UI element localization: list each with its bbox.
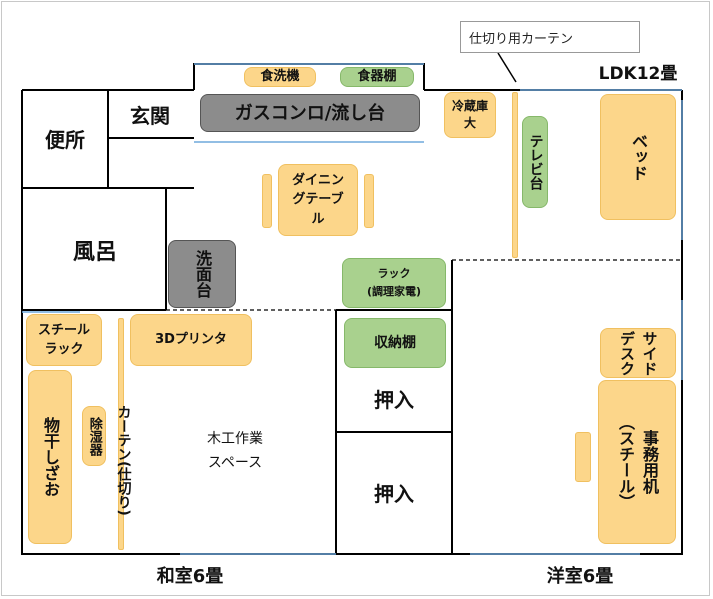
laundry-pole: 物干しざお (28, 370, 72, 544)
refrigerator-label: 冷蔵庫大 (451, 99, 488, 130)
office-desk-label: 事務用机 (640, 430, 659, 494)
room-label-entrance: 玄関 (130, 103, 170, 128)
appliance-rack: ラック (調理家電) (342, 258, 446, 308)
dining-chair-right (364, 174, 374, 228)
dishwasher: 食洗機 (244, 67, 316, 87)
curtain-partition-label: カーテン(仕切り) (115, 404, 132, 516)
room-label-bath: 風呂 (72, 240, 117, 265)
3d-printer: 3Dプリンタ (130, 314, 252, 366)
dish-cabinet: 食器棚 (340, 67, 414, 87)
storage-shelf: 収納棚 (344, 318, 446, 368)
ldk-label: LDK12畳 (598, 63, 678, 84)
room-label-toilet: 便所 (45, 127, 85, 152)
room-label-closet-2: 押入 (374, 481, 414, 506)
washbasin: 洗面台 (168, 240, 236, 308)
woodworking-space: 木工作業 スペース (180, 420, 290, 484)
dining-table: ダイニングテーブル (278, 164, 358, 236)
bed: ベッド (600, 94, 676, 220)
side-desk: サイドデスク (600, 328, 676, 378)
ldk-curtain-strip (512, 92, 518, 258)
refrigerator: 冷蔵庫大 (444, 92, 496, 138)
woodworking-space-label: 木工作業 (207, 431, 263, 448)
youshitsu-label: 洋室6畳 (546, 566, 614, 587)
washitsu-curtain-strip (118, 318, 124, 550)
woodworking-space-sublabel: スペース (207, 455, 263, 471)
dining-chair-left (262, 174, 272, 228)
office-chair (575, 432, 591, 482)
dehumidifier: 除湿器 (82, 406, 106, 466)
appliance-rack-sublabel: (調理家電) (366, 285, 422, 298)
curtain-callout: 仕切り用カーテン (460, 21, 640, 53)
office-desk: 事務用机 （スチール） (598, 380, 676, 544)
tv-stand: テレビ台 (522, 116, 548, 208)
office-desk-sublabel: （スチール） (616, 414, 635, 510)
washitsu-label: 和室6畳 (156, 566, 224, 587)
room-label-closet-1: 押入 (374, 387, 414, 412)
steel-rack: スチールラック (26, 314, 102, 366)
stove-and-sink: ガスコンロ/流し台 (200, 94, 420, 132)
appliance-rack-label: ラック (377, 267, 411, 281)
